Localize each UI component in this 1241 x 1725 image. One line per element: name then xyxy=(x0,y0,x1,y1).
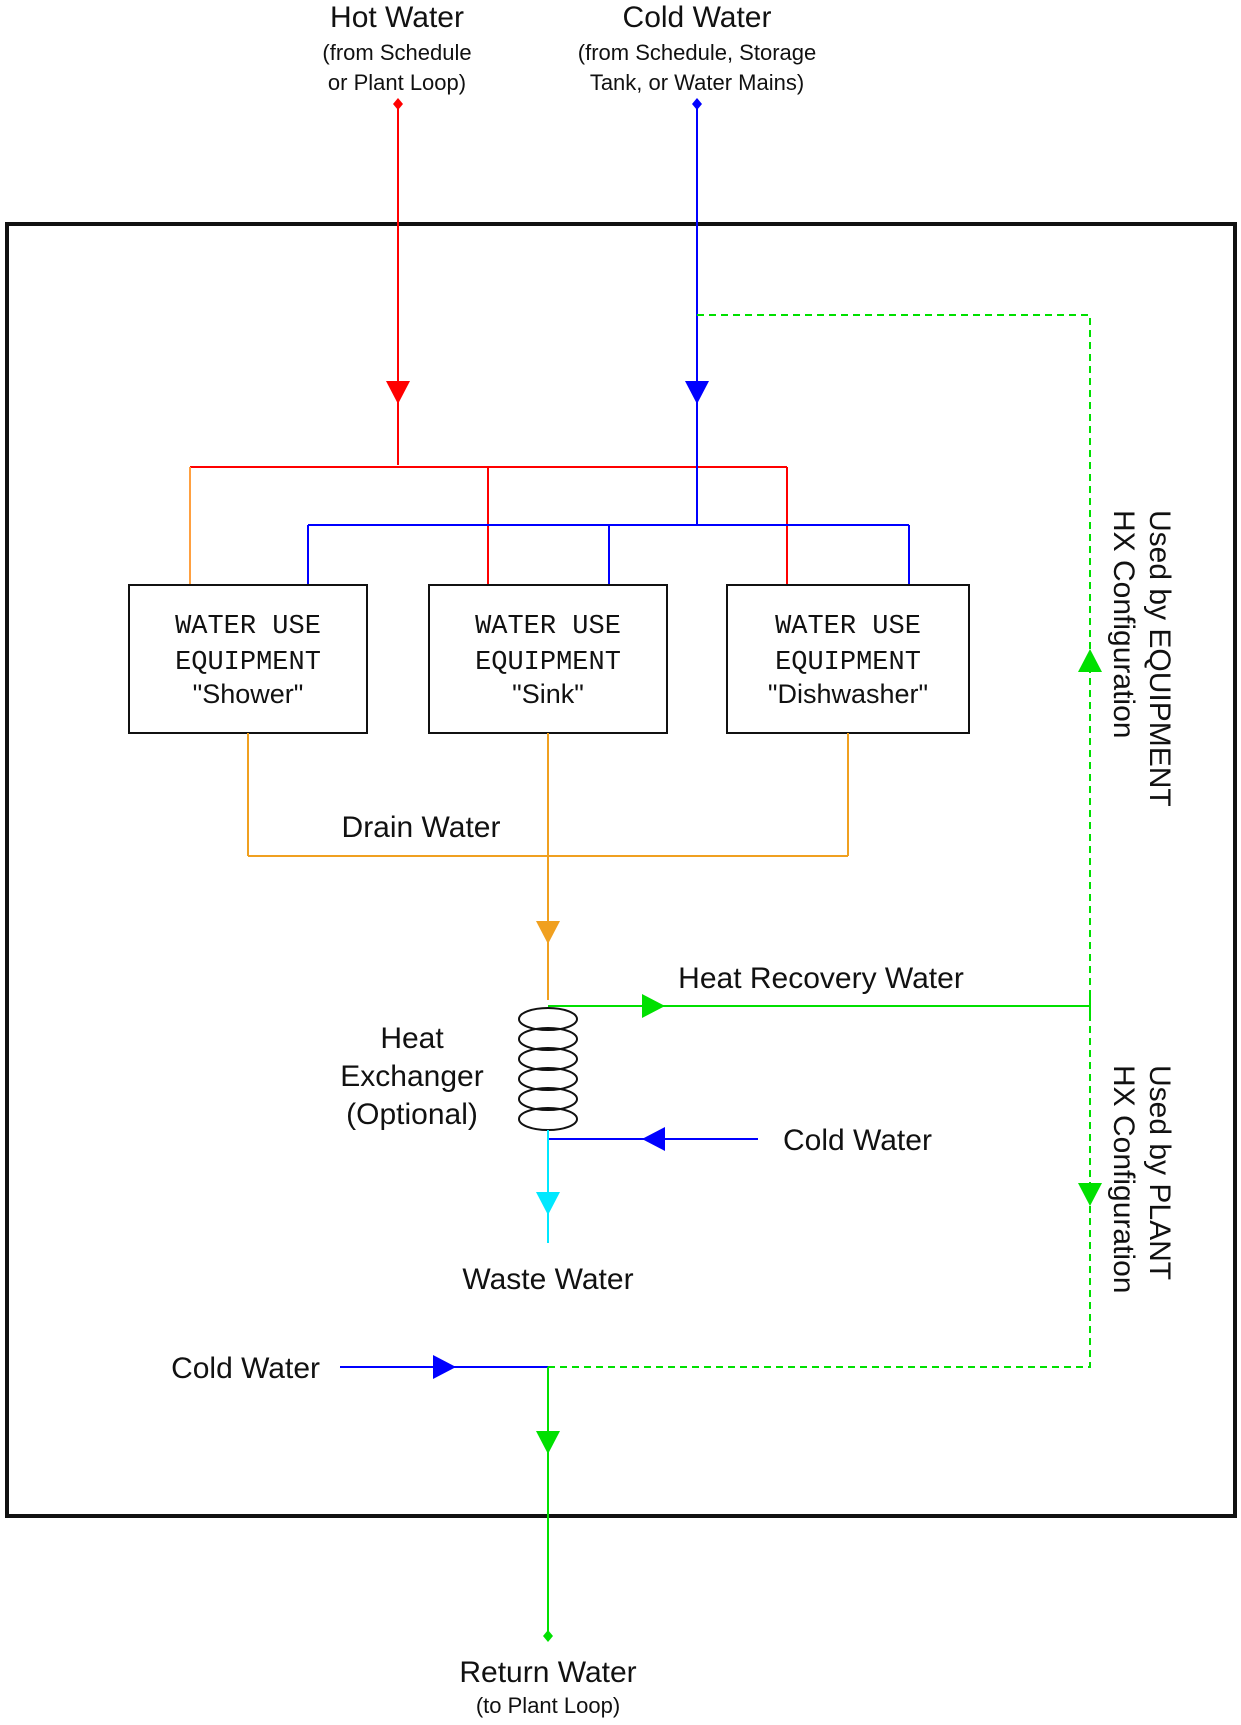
drain-water-label: Drain Water xyxy=(342,811,501,844)
mix-cold-water xyxy=(340,1355,548,1379)
equipment-sink-line1: WATER USE xyxy=(475,612,621,642)
cold-water-down-arrow xyxy=(685,381,709,404)
cold-water-title: Cold Water xyxy=(623,1,772,34)
equipment-shower-name: "Shower" xyxy=(193,679,304,709)
equipment-dishwasher-line1: WATER USE xyxy=(775,612,921,642)
drain-water xyxy=(247,733,849,1000)
hx-configuration-loop xyxy=(548,314,1091,1368)
plant-config-label-line1: Used by PLANT xyxy=(1143,1065,1176,1280)
equipment-sink: WATER USE EQUIPMENT "Sink" xyxy=(428,584,668,734)
equipment-dishwasher-line2: EQUIPMENT xyxy=(775,648,921,678)
cold-water-inlet-node xyxy=(692,98,702,110)
equipment-sink-name: "Sink" xyxy=(512,679,584,709)
equipment-shower-line1: WATER USE xyxy=(175,612,321,642)
hot-water-title: Hot Water xyxy=(330,1,464,34)
heat-exchanger-label-line1: Heat xyxy=(380,1022,444,1055)
mix-cold-water-right-arrow xyxy=(433,1355,456,1379)
equipment-shower-line2: EQUIPMENT xyxy=(175,648,321,678)
plant-config-label-line2: HX Configuration xyxy=(1107,1065,1140,1293)
waste-water-label: Waste Water xyxy=(462,1263,633,1296)
equipment-config-up-arrow xyxy=(1078,649,1102,672)
hot-water-inlet-node xyxy=(393,98,403,110)
equipment-shower: WATER USE EQUIPMENT "Shower" xyxy=(128,584,368,734)
cold-water-supply xyxy=(307,98,910,585)
equipment-dishwasher-name: "Dishwasher" xyxy=(768,679,928,709)
heat-recovery-water xyxy=(548,994,1091,1018)
hx-cold-water xyxy=(548,1127,758,1151)
plant-config-down-arrow xyxy=(1078,1183,1102,1206)
equipment-config-label-line1: Used by EQUIPMENT xyxy=(1143,510,1176,807)
return-water-down-arrow xyxy=(536,1431,560,1454)
hot-water-source-line2: or Plant Loop) xyxy=(328,70,466,95)
return-water-outlet-node xyxy=(543,1630,553,1642)
drain-water-down-arrow xyxy=(536,921,560,944)
equipment-sink-line2: EQUIPMENT xyxy=(475,648,621,678)
cold-water-source-line2: Tank, or Water Mains) xyxy=(590,70,804,95)
return-water-sub-label: (to Plant Loop) xyxy=(476,1693,620,1718)
waste-water-down-arrow xyxy=(536,1192,560,1215)
equipment-config-label-line2: HX Configuration xyxy=(1107,510,1140,738)
hx-cold-water-label: Cold Water xyxy=(783,1124,932,1157)
hot-water-source-line1: (from Schedule xyxy=(322,40,471,65)
mix-cold-water-label: Cold Water xyxy=(171,1352,320,1385)
connections-boundary xyxy=(5,222,1237,1518)
heat-exchanger-coil xyxy=(518,1007,578,1131)
cold-water-source-line1: (from Schedule, Storage xyxy=(578,40,816,65)
return-water-label: Return Water xyxy=(459,1656,636,1689)
equipment-dishwasher: WATER USE EQUIPMENT "Dishwasher" xyxy=(726,584,970,734)
heat-recovery-water-label: Heat Recovery Water xyxy=(678,962,964,995)
hx-cold-water-left-arrow xyxy=(642,1127,665,1151)
hot-water-down-arrow xyxy=(386,381,410,404)
heat-recovery-right-arrow xyxy=(642,994,665,1018)
return-water xyxy=(536,1367,560,1642)
heat-exchanger-label-line2: Exchanger xyxy=(340,1060,483,1093)
heat-exchanger-label-line3: (Optional) xyxy=(346,1098,478,1131)
waste-water xyxy=(536,1130,560,1243)
